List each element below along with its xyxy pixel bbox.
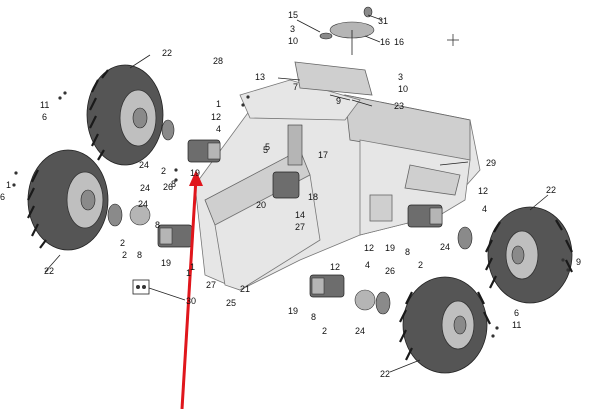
callout-label: 24: [440, 242, 450, 252]
callout-label: 3: [290, 24, 295, 34]
callout-label: 27: [295, 222, 305, 232]
callout-label: 27: [206, 280, 216, 290]
hydraulic-motors: [157, 124, 443, 298]
callout-label: 2: [322, 326, 327, 336]
callout-label: 12: [330, 262, 340, 272]
callout-label: 22: [162, 48, 172, 58]
callout-label: 8: [311, 312, 316, 322]
callout-label: 12: [211, 112, 221, 122]
callout-label: 16: [394, 37, 404, 47]
callout-label: 13: [255, 72, 265, 82]
callout-label: 30: [186, 296, 196, 306]
callout-label: 11: [40, 100, 49, 110]
callout-label: 9: [576, 257, 581, 267]
callout-label: 19: [385, 243, 395, 253]
callout-label: 11: [512, 320, 521, 330]
callout-label: 6: [514, 308, 519, 318]
callout-label: 20: [256, 200, 266, 210]
callout-label: 8: [137, 250, 142, 260]
callout-label: 12: [478, 186, 488, 196]
callout-label: 29: [486, 158, 496, 168]
callout-label: 21: [240, 284, 250, 294]
callout-labels: 15 31 3 10 16 28 13 7 3 10 9 23 22 11 6 …: [0, 10, 581, 379]
callout-label: 12: [364, 243, 374, 253]
callout-label: 1: [6, 180, 11, 190]
decal-box-icon: [132, 279, 150, 295]
callout-label: 10: [398, 84, 408, 94]
callout-label: 24: [355, 326, 365, 336]
callout-label: 19: [161, 258, 171, 268]
callout-label: 19: [190, 168, 200, 178]
callout-label: 28: [213, 56, 223, 66]
callout-label: 4: [365, 260, 370, 270]
callout-label: 31: [378, 16, 388, 26]
wheel-front-right: [485, 206, 573, 304]
steering-assembly: [294, 6, 375, 96]
callout-label: 18: [308, 192, 318, 202]
callout-label: 23: [394, 101, 404, 111]
callout-label: 6: [0, 192, 5, 202]
leader-lines: [44, 14, 549, 373]
callout-label: 4: [216, 124, 221, 134]
callout-label: 2: [161, 166, 166, 176]
callout-label: 8: [405, 247, 410, 257]
callout-label: 9: [336, 96, 341, 106]
callout-label: 24: [140, 183, 150, 193]
callout-label: 8: [155, 220, 160, 230]
callout-label: 26: [385, 266, 395, 276]
callout-label: 25: [226, 298, 236, 308]
chassis-frame: [194, 79, 481, 291]
callout-label: 6: [42, 112, 47, 122]
callout-label: 22: [44, 266, 54, 276]
callout-label: 22: [380, 369, 390, 379]
callout-label: 17: [318, 150, 328, 160]
callout-label: 5: [263, 145, 268, 155]
wheel-rear-right: [399, 276, 491, 374]
callout-label: 19: [288, 306, 298, 316]
callout-label: 5: [265, 142, 270, 152]
callout-label: 3: [398, 72, 403, 82]
callout-label: 2: [120, 238, 125, 248]
callout-label: 8: [171, 179, 176, 189]
callout-label: 1: [190, 262, 195, 272]
callout-label: 26: [163, 182, 173, 192]
wheel-front-left: [86, 64, 164, 166]
callout-label: 4: [482, 204, 487, 214]
callout-label: 2: [122, 250, 127, 260]
callout-label: 1: [186, 268, 191, 278]
callout-label: 14: [295, 210, 305, 220]
callout-label: 10: [288, 36, 298, 46]
callout-label: 15: [288, 10, 298, 20]
wheel-rear-left: [27, 149, 109, 251]
callout-label: 16: [380, 37, 390, 47]
crosshair-icon: [447, 34, 459, 46]
callout-label: 1: [216, 99, 221, 109]
callout-label: 24: [138, 199, 148, 209]
callout-label: 2: [418, 260, 423, 270]
callout-label: 22: [546, 185, 556, 195]
hub-flanges: [107, 119, 473, 315]
callout-label: 7: [293, 82, 298, 92]
callout-label: 24: [139, 160, 149, 170]
red-pointer-arrow: [180, 170, 203, 409]
bolts: [12, 91, 570, 338]
